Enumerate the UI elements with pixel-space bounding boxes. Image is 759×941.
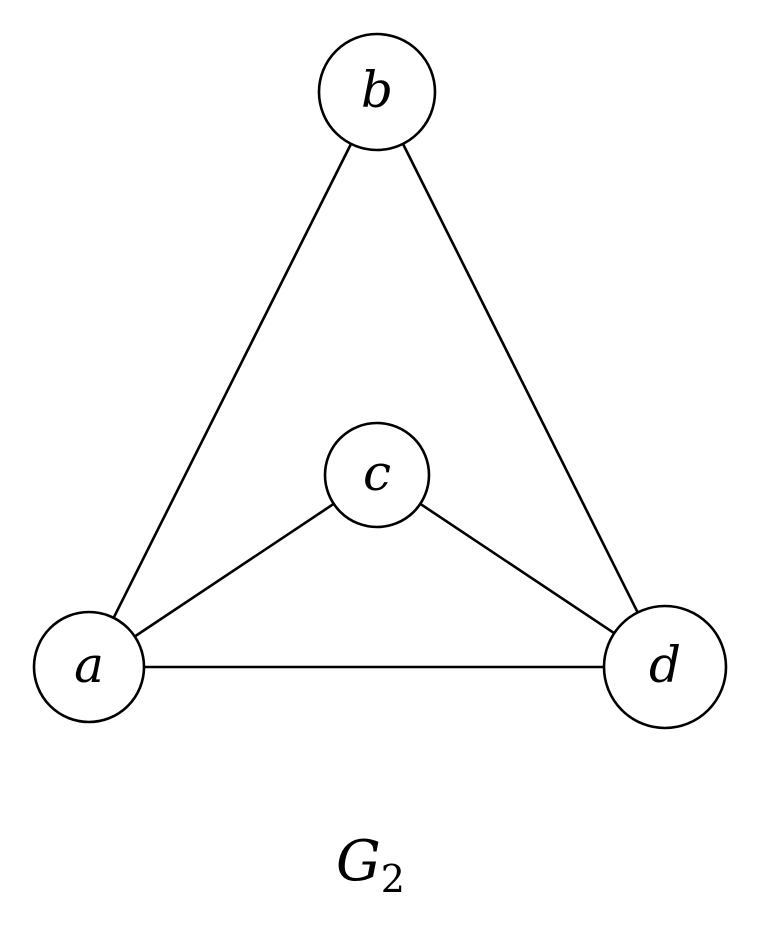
node-c: c	[323, 421, 431, 529]
edge-b-d	[401, 143, 639, 614]
node-b: b	[317, 32, 437, 152]
caption-subscript: 2	[381, 857, 405, 901]
node-d-circle	[602, 604, 728, 730]
node-c-circle	[323, 421, 431, 529]
edges-group	[112, 143, 639, 669]
edge-a-c	[134, 502, 335, 638]
node-a-label: a	[74, 636, 104, 694]
node-a-circle	[32, 610, 146, 724]
graph-caption: G2	[336, 829, 405, 901]
node-b-circle	[317, 32, 437, 152]
edge-a-b	[112, 143, 353, 619]
node-d: d	[602, 604, 728, 730]
edge-c-d	[419, 502, 615, 635]
nodes-group: b c a d	[32, 32, 728, 730]
node-a: a	[32, 610, 146, 724]
node-d-label: d	[649, 636, 681, 694]
caption-main: G	[336, 829, 381, 894]
node-c-label: c	[363, 444, 391, 502]
node-b-label: b	[361, 61, 393, 119]
